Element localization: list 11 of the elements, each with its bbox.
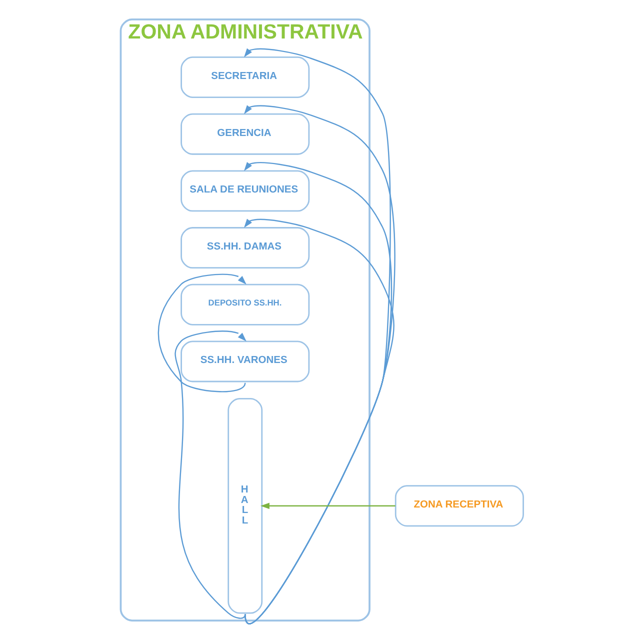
node-box: SECRETARIA: [180, 56, 310, 98]
arrow: [174, 330, 246, 619]
node-box: HALL: [228, 398, 263, 614]
node-box: GERENCIA: [180, 113, 310, 155]
arrow: [158, 274, 246, 392]
node-box: ZONA RECEPTIVA: [394, 485, 524, 527]
node-box: SS.HH. VARONES: [180, 340, 310, 382]
node-box: DEPOSITO SS.HH.: [180, 284, 310, 326]
arrow: [260, 502, 396, 510]
node-box: SS.HH. DAMAS: [180, 227, 310, 269]
node-box: SALA DE REUNIONES: [180, 170, 310, 212]
